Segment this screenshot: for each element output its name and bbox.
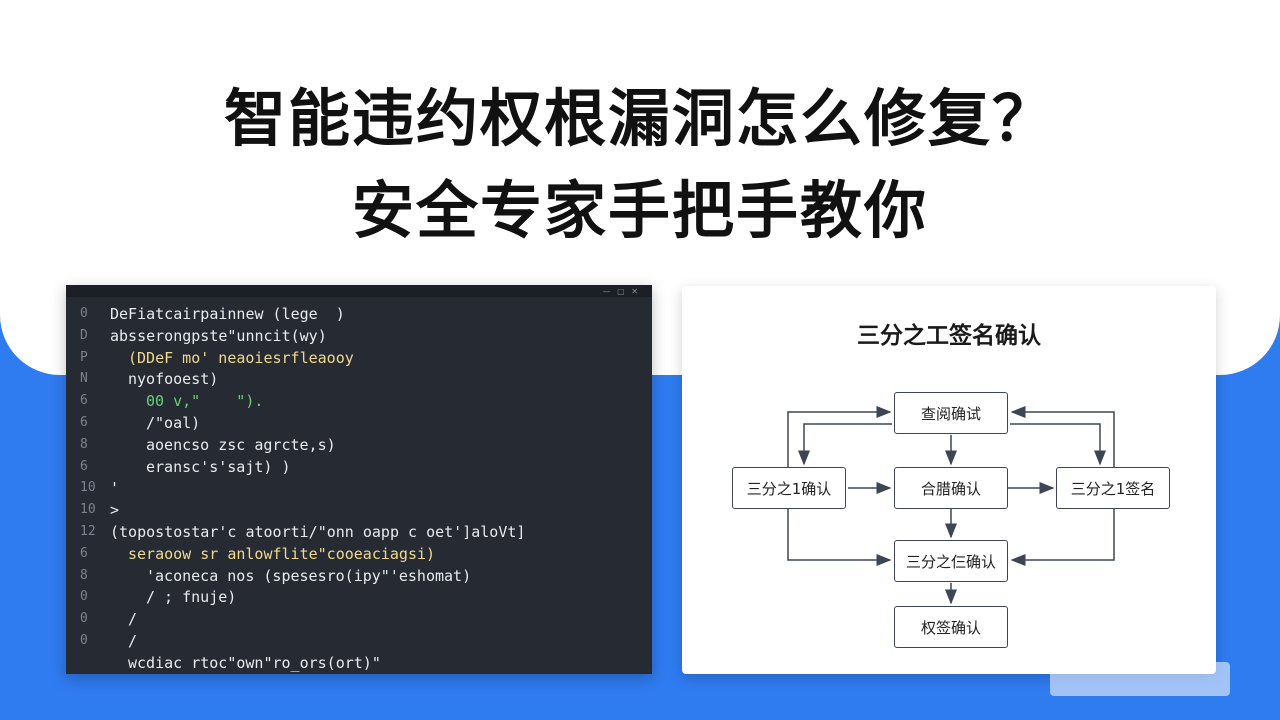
window-controls-icon: — ▢ ✕ — [602, 287, 640, 296]
headline-line-2: 安全专家手把手教你 — [351, 174, 928, 247]
code-text: (topostostar'c atoorti/"onn oapp c oet']… — [110, 523, 526, 541]
line-number: 10 — [80, 502, 96, 518]
code-text: DeFiatcairpainnew (lege ) — [110, 305, 345, 323]
code-text: / — [128, 632, 138, 650]
code-text: seraoow sr anlowflite"cooeaciagsi) — [128, 544, 436, 563]
diagram-edges — [787, 406, 1115, 605]
node-top: 查阅确试 — [894, 392, 1008, 434]
edge-left-top — [787, 406, 892, 467]
code-text: 'aconeca nos (spesesro(ipy"'eshomat) — [146, 566, 472, 585]
node-right: 三分之1签名 — [1056, 467, 1170, 509]
edge-right-top — [1010, 406, 1115, 467]
edge-right-lower — [1010, 509, 1115, 566]
node-bottom: 权签确认 — [894, 606, 1008, 648]
line-number: 12 — [80, 524, 96, 539]
node-lower: 三分之仨确认 — [894, 540, 1008, 582]
line-number: 10 — [80, 480, 96, 496]
line-number: 0 — [80, 589, 88, 605]
line-number: 0 — [80, 633, 88, 648]
line-number: 0 — [80, 306, 88, 321]
line-number: 0 — [80, 611, 88, 627]
headline-line-1: 智能违约权根漏洞怎么修复？ — [223, 82, 1056, 155]
code-text: (DDeF mo' neaoiesrfleaooy — [128, 348, 354, 367]
diagram-card: 三分之工签名确认 查阅确试 三分之1确认 合腊确认 三分之1签名 三分之仨确认 — [682, 286, 1216, 674]
line-number: N — [80, 371, 88, 387]
edge-left-lower — [787, 509, 892, 566]
code-text: aoencso zsc agrcte,s) — [146, 435, 336, 454]
line-number: 6 — [80, 545, 88, 561]
code-text: wcdiac rtoc"own"ro_ors(ort)" — [128, 653, 381, 672]
code-text: /"oal) — [146, 414, 201, 432]
code-text: 00 v," "). — [146, 392, 264, 411]
editor-title-bar: — ▢ ✕ — [66, 285, 652, 297]
diagram-title: 三分之工签名确认 — [857, 323, 1041, 349]
line-number: 6 — [80, 393, 88, 409]
code-text: nyofooest) — [128, 370, 219, 389]
line-number: P — [80, 349, 88, 365]
node-center: 合腊确认 — [894, 467, 1008, 509]
code-text: ' — [110, 479, 120, 498]
line-number: D — [80, 327, 88, 343]
code-text: > — [110, 501, 120, 520]
line-number: 6 — [80, 458, 88, 474]
code-text: / — [128, 610, 138, 629]
line-number: 8 — [80, 436, 88, 452]
edge-top-left — [798, 423, 892, 466]
watermark — [1050, 662, 1230, 696]
line-number: 6 — [80, 415, 88, 430]
code-text: / ; fnuje) — [146, 588, 237, 607]
node-left: 三分之1确认 — [732, 467, 846, 509]
line-number: 8 — [80, 567, 88, 583]
code-text: eransc's'sajt) ) — [146, 457, 291, 476]
edge-top-right — [1010, 423, 1106, 466]
code-text: absserongpste"unncit(wy) — [110, 326, 327, 345]
